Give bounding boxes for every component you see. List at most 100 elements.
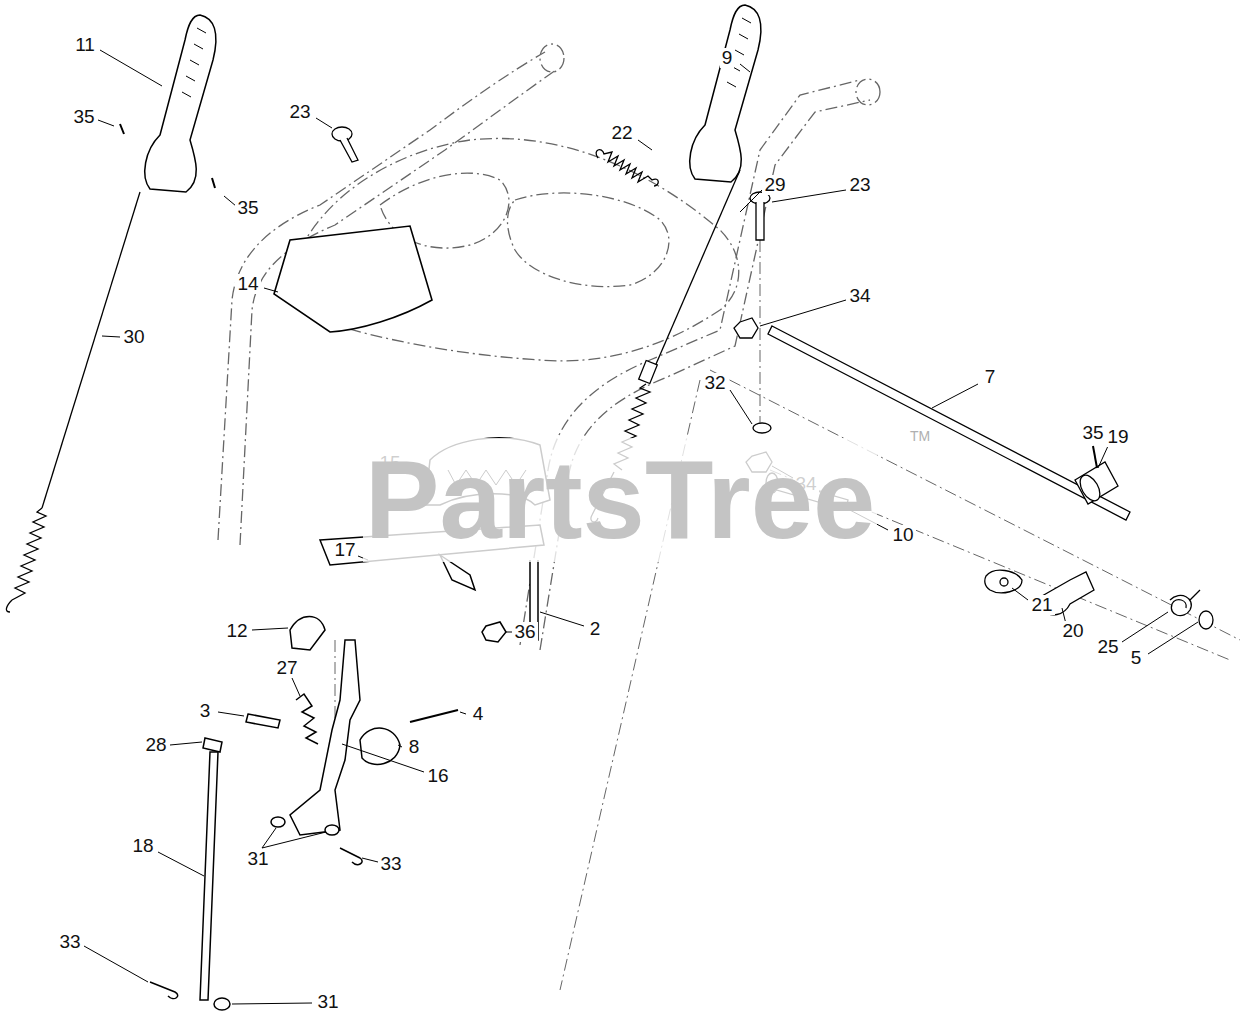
- control-cable: [12, 508, 46, 600]
- watermark: PartsTree: [363, 438, 878, 561]
- trademark-mark: TM: [908, 429, 932, 444]
- callout-number: 28: [143, 735, 168, 756]
- callout-number: 7: [983, 367, 998, 388]
- callout-number: 19: [1105, 427, 1130, 448]
- leader-line: [170, 742, 202, 745]
- leader-line: [362, 858, 378, 862]
- callout-number: 31: [315, 992, 340, 1013]
- leader-line: [252, 628, 288, 630]
- right-control-lever: [690, 5, 761, 182]
- clevis-pin: [332, 127, 770, 240]
- shaft: [1093, 446, 1097, 468]
- leader-line: [740, 190, 762, 212]
- dash-panel: [274, 226, 432, 332]
- right-control-lever: [690, 5, 761, 182]
- callout-number: 17: [332, 540, 357, 561]
- leader-line: [316, 118, 332, 128]
- leader-line: [1122, 612, 1168, 642]
- callout-number: 34: [847, 286, 872, 307]
- shift-lever: [214, 998, 230, 1010]
- shift-lever: [200, 752, 218, 1000]
- callout-number: 8: [407, 737, 422, 758]
- callout-number: 3: [198, 701, 213, 722]
- hardware: [1170, 590, 1200, 616]
- callout-number: 22: [609, 123, 634, 144]
- leader-line: [264, 288, 278, 292]
- callout-number: 10: [890, 525, 915, 546]
- leader-line: [730, 390, 752, 424]
- hardware: [734, 318, 758, 338]
- leader-line: [84, 946, 148, 982]
- leader-line: [84, 50, 1198, 1004]
- shift-lever: [290, 640, 360, 835]
- left-control-lever: [145, 15, 216, 192]
- callout-number: 35: [1080, 423, 1105, 444]
- leader-line: [98, 120, 114, 126]
- dash-panel: [274, 226, 432, 332]
- callout-number: 35: [235, 198, 260, 219]
- callout-number: 2: [588, 619, 603, 640]
- leader-line: [1098, 446, 1108, 468]
- leader-line: [460, 712, 466, 714]
- leader-line: [760, 300, 846, 326]
- callout-number: 23: [847, 175, 872, 196]
- hardware: [985, 570, 1022, 593]
- handle-frame: [508, 193, 669, 287]
- callout-number: 32: [702, 373, 727, 394]
- callout-number: 20: [1060, 621, 1085, 642]
- control-cable: [650, 170, 740, 378]
- leader-line: [102, 336, 120, 337]
- shift-lever: [150, 617, 458, 1011]
- shaft: [1075, 462, 1118, 504]
- leader-line: [158, 852, 204, 876]
- callout-number: 4: [471, 704, 486, 725]
- callout-number: 16: [425, 766, 450, 787]
- control-cable: [42, 192, 140, 508]
- shift-lever: [325, 825, 339, 835]
- clevis-pin: [332, 127, 352, 141]
- control-cable: [639, 360, 658, 383]
- handle-frame: [540, 44, 564, 72]
- shift-lever: [410, 710, 458, 722]
- leader-line: [224, 196, 236, 206]
- callout-number: 18: [130, 836, 155, 857]
- callout-number: 31: [245, 849, 270, 870]
- leader-line: [1148, 622, 1198, 654]
- shift-lever: [246, 714, 280, 728]
- shift-lever: [271, 817, 285, 827]
- left-control-lever: [182, 28, 206, 97]
- callout-number: 25: [1095, 637, 1120, 658]
- clevis-pin: [756, 202, 764, 240]
- callout-number: 30: [121, 327, 146, 348]
- leader-line: [1012, 588, 1028, 600]
- leader-line: [100, 50, 162, 86]
- leader-line: [932, 384, 978, 408]
- hardware: [1000, 578, 1008, 586]
- shift-lever: [360, 728, 400, 764]
- callout-number: 27: [274, 658, 299, 679]
- callout-number: 33: [57, 932, 82, 953]
- shift-gate: [482, 622, 506, 642]
- control-cable: [6, 600, 12, 612]
- callout-number: 23: [287, 102, 312, 123]
- callout-number: 14: [235, 274, 260, 295]
- handle-frame: [540, 100, 870, 650]
- extension-spring: [596, 150, 658, 186]
- callout-number: 9: [720, 48, 735, 69]
- shift-lever: [296, 694, 318, 744]
- callout-number: 12: [224, 621, 249, 642]
- leader-line: [232, 1003, 312, 1004]
- leader-line: [638, 140, 652, 150]
- shift-lever: [150, 982, 178, 999]
- leader-line: [540, 612, 584, 626]
- leader-line: [292, 678, 300, 696]
- callout-number: 35: [71, 107, 96, 128]
- hardware: [753, 423, 771, 433]
- callout-number: 33: [378, 854, 403, 875]
- callout-number: 21: [1029, 595, 1054, 616]
- callout-number: 29: [762, 175, 787, 196]
- leader-line: [398, 745, 402, 747]
- left-control-lever: [120, 15, 216, 192]
- left-control-lever: [120, 124, 215, 188]
- callout-number: 5: [1129, 648, 1144, 669]
